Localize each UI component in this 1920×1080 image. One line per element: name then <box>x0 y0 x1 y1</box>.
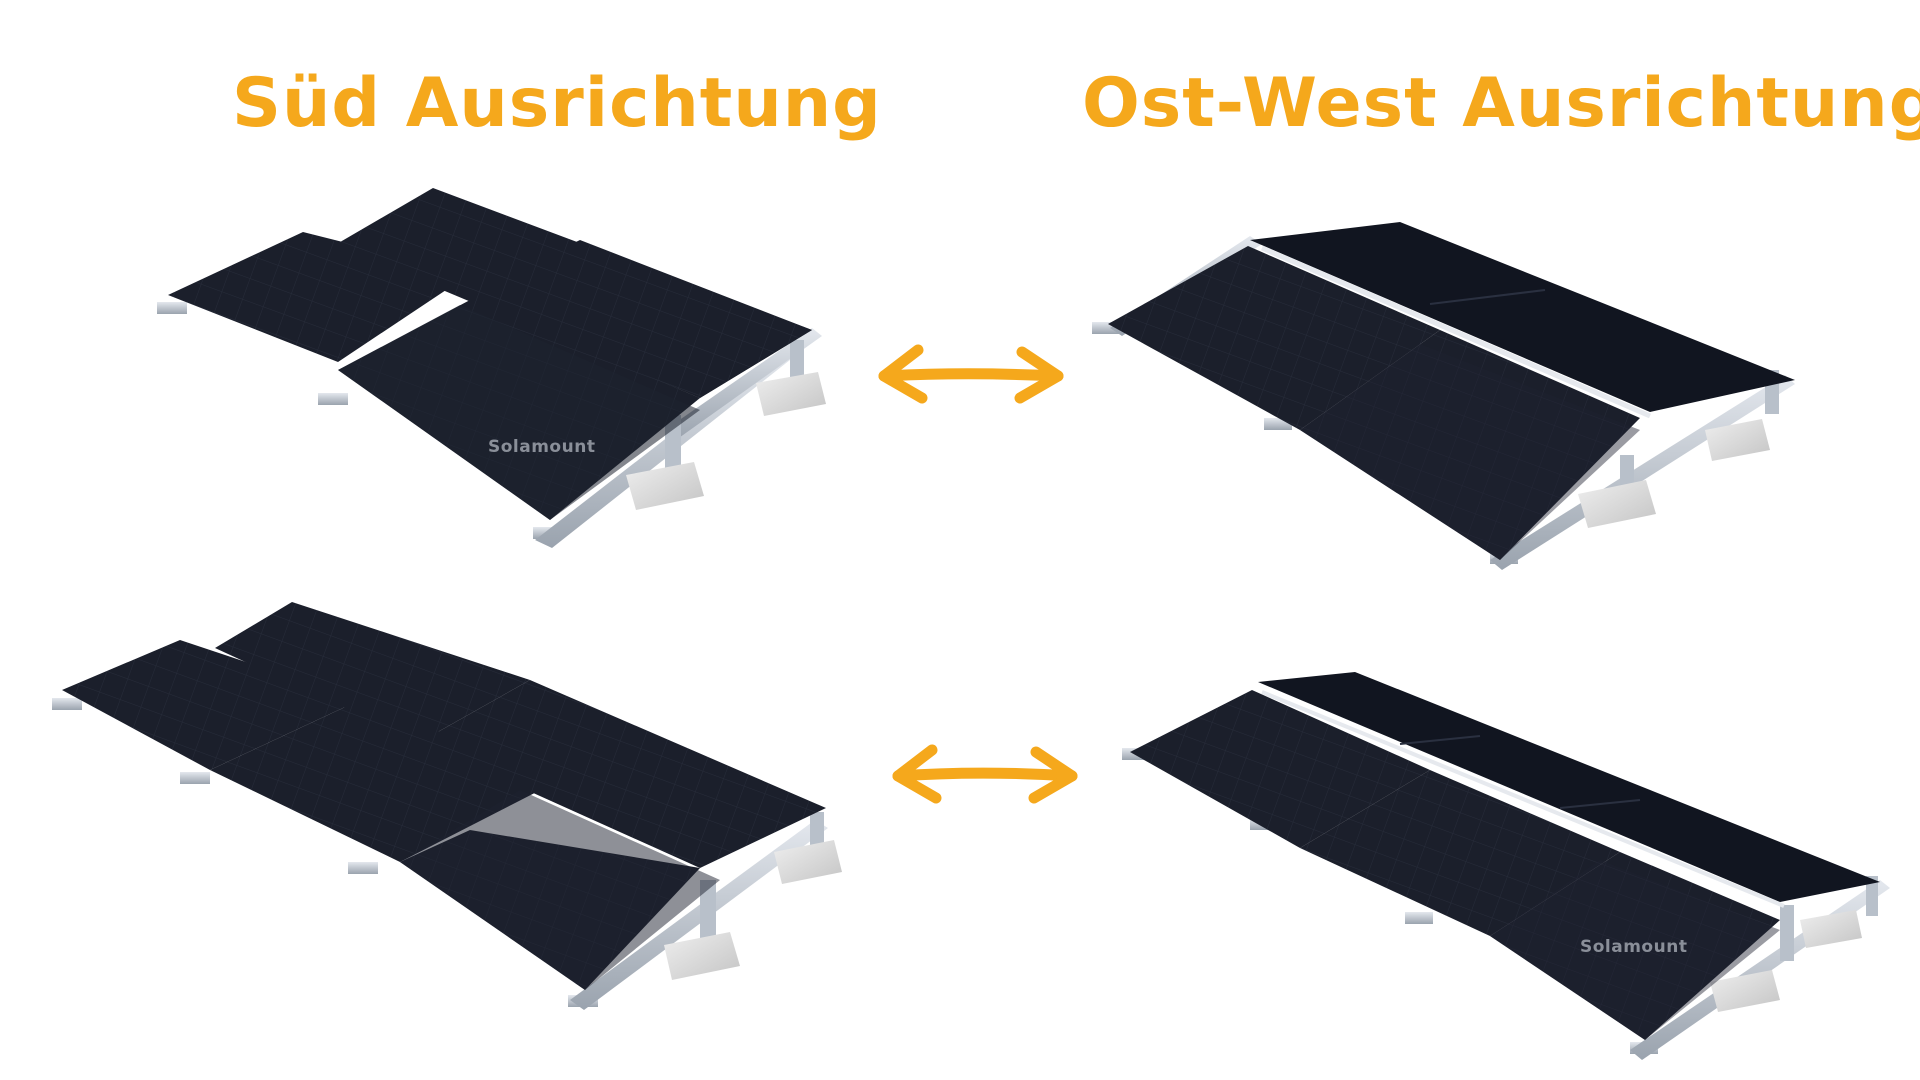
solar-panel <box>1300 330 1640 560</box>
mount-foot <box>348 862 378 874</box>
mount-foot <box>1405 912 1433 924</box>
panel-seam <box>1399 735 1481 745</box>
ballast-block <box>1578 480 1656 528</box>
panel-gap <box>1261 245 1651 419</box>
south-array-top: Solamount <box>157 188 826 548</box>
solar-panel <box>1490 852 1780 1040</box>
solar-panel <box>215 602 530 742</box>
solar-panel <box>1258 672 1880 902</box>
panel-shade <box>1300 344 1640 560</box>
mount-foot <box>318 393 348 405</box>
heading-sued-ausrichtung: Süd Ausrichtung <box>232 64 882 143</box>
mount-foot <box>180 772 210 784</box>
double-headed-arrow-icon <box>878 344 1064 404</box>
support-post <box>700 880 716 950</box>
mount-foot <box>52 698 82 710</box>
heading-ost-west-ausrichtung: Ost-West Ausrichtung <box>1082 64 1920 143</box>
ballast-block <box>626 462 704 510</box>
solar-panel <box>1250 222 1795 412</box>
panel-gap <box>1261 690 1785 908</box>
panel-shade <box>1490 860 1780 1040</box>
double-headed-arrow-icon <box>892 744 1078 804</box>
ballast-block <box>1710 970 1780 1012</box>
ballast-block <box>1800 910 1862 948</box>
ballast-block <box>1705 419 1770 461</box>
ballast-block <box>664 932 740 980</box>
solar-panel <box>1108 246 1440 430</box>
solar-panel <box>62 640 360 770</box>
support-post <box>1780 905 1794 961</box>
panel-shade <box>338 305 700 520</box>
solar-panel <box>465 240 812 398</box>
panel-seam <box>1429 289 1546 305</box>
east-west-array-top <box>1092 222 1795 570</box>
south-array-bottom <box>52 602 842 1010</box>
solar-panel <box>420 680 826 868</box>
solar-panel <box>1130 690 1430 848</box>
mount-foot <box>157 302 187 314</box>
panel-shade <box>400 790 720 990</box>
support-rail <box>1490 375 1795 570</box>
east-west-array-bottom: Solamount <box>1122 672 1890 1060</box>
ballast-block <box>774 840 842 884</box>
solar-panel <box>1300 770 1620 936</box>
support-rail <box>665 328 822 440</box>
panel-seam <box>1559 799 1641 809</box>
watermark-solamount: Solamount <box>1580 937 1687 957</box>
watermark-solamount: Solamount <box>488 437 595 457</box>
support-rail <box>570 820 828 1010</box>
support-post <box>1866 876 1878 916</box>
ballast-block <box>756 372 826 416</box>
